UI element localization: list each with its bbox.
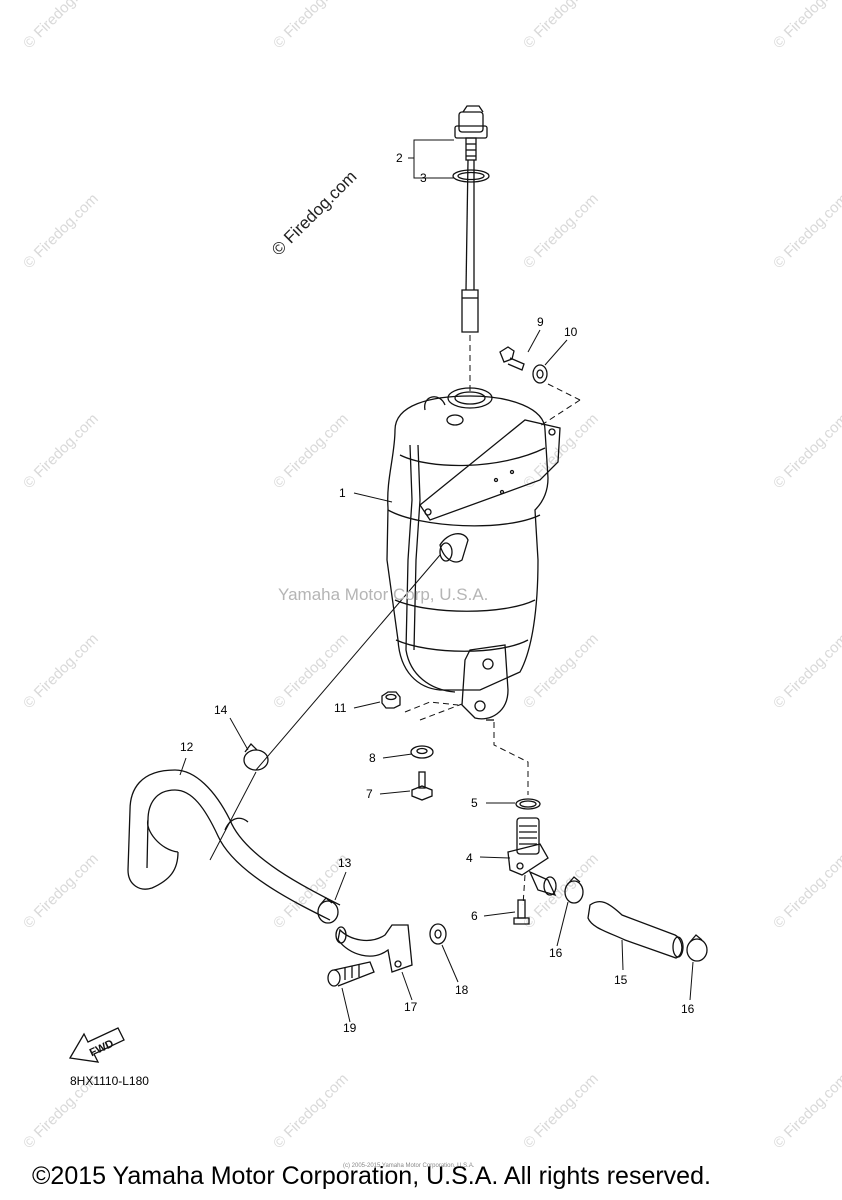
callout-14: 14 xyxy=(214,703,228,717)
callout-13: 13 xyxy=(338,856,352,870)
clamp-16a xyxy=(564,880,584,904)
bolt-7 xyxy=(411,771,433,801)
callout-18: 18 xyxy=(455,983,469,997)
o-ring-3 xyxy=(452,169,490,183)
clamp-13 xyxy=(317,900,339,924)
callout-7: 7 xyxy=(366,787,373,801)
callout-3: 3 xyxy=(420,171,427,185)
callout-16-left: 16 xyxy=(549,946,563,960)
hose-12 xyxy=(127,769,341,921)
callout-10: 10 xyxy=(564,325,578,339)
callout-1: 1 xyxy=(339,486,346,500)
callout-2: 2 xyxy=(396,151,403,165)
clamp-16b xyxy=(686,938,708,962)
callout-5: 5 xyxy=(471,796,478,810)
callout-12: 12 xyxy=(180,740,194,754)
center-watermark: Yamaha Motor Corp, U.S.A. xyxy=(278,585,489,604)
o-ring-5 xyxy=(515,798,541,810)
nut-11 xyxy=(381,691,401,709)
callout-16-right: 16 xyxy=(681,1002,695,1016)
callout-17: 17 xyxy=(404,1000,418,1014)
level-sensor xyxy=(454,105,488,333)
fitting-4 xyxy=(507,817,557,906)
fwd-arrow: FWD xyxy=(68,1027,125,1063)
pipe-17 xyxy=(335,924,413,973)
copyright-footer: ©2015 Yamaha Motor Corporation, U.S.A. A… xyxy=(32,1162,711,1190)
callout-8: 8 xyxy=(369,751,376,765)
callout-19: 19 xyxy=(343,1021,357,1035)
bolt-9 xyxy=(499,346,525,371)
bolt-19 xyxy=(327,961,375,987)
washer-18 xyxy=(429,923,447,945)
fine-print: (c) 2005-2015 Yamaha Motor Corporation, … xyxy=(343,1163,475,1169)
callout-15: 15 xyxy=(614,973,628,987)
callout-6: 6 xyxy=(471,909,478,923)
hose-15 xyxy=(587,901,684,959)
callout-9: 9 xyxy=(537,315,544,329)
bolt-6 xyxy=(513,899,530,925)
washer-10 xyxy=(532,364,548,384)
washer-8 xyxy=(410,745,434,759)
oil-tank xyxy=(386,387,561,721)
callout-4: 4 xyxy=(466,851,473,865)
callout-11: 11 xyxy=(334,701,347,715)
diagram-code: 8HX1110-L180 xyxy=(70,1074,149,1088)
